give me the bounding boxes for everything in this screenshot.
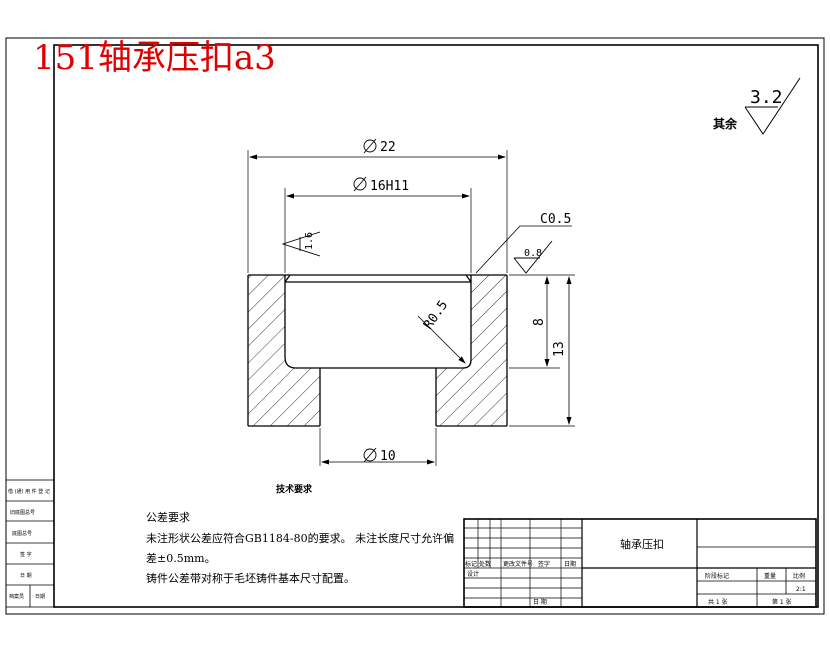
dim-height: 13 — [552, 341, 567, 357]
dim-depth: 8 — [532, 318, 547, 326]
tb-mark: 标记 — [465, 560, 477, 568]
tb-stage-mark: 阶段标记 — [705, 572, 729, 580]
dim-chamfer: C0.5 — [540, 212, 571, 227]
side-r1: 借 (通) 用 件 登 记 — [8, 488, 50, 495]
hatch-left-wall — [248, 275, 320, 426]
roughness-symbol-bore — [281, 231, 321, 257]
roughness-symbol-rest — [744, 77, 801, 135]
side-r5: 日 期 — [20, 573, 32, 579]
tb-sheet: 第 1 张 — [772, 598, 792, 606]
tb-scale: 2:1 — [796, 586, 806, 593]
extension-lines — [247, 150, 575, 466]
tb-day: 日 期 — [533, 598, 547, 606]
roughness-rest-value: 3.2 — [750, 87, 783, 108]
roughness-symbol-face — [513, 240, 553, 274]
roughness-face-value: 0.8 — [524, 248, 542, 259]
roughness-rest-label: 其余 — [713, 116, 738, 131]
side-r3: 底图总号 — [12, 530, 32, 537]
side-r2: 旧底图总号 — [10, 509, 35, 516]
tb-date: 日期 — [564, 560, 576, 568]
note-line-2: 差±0.5mm。 — [146, 552, 216, 565]
diameter-symbols — [353, 138, 377, 463]
drawing-header-title: 151轴承压扣a3 — [33, 38, 276, 78]
side-block — [5, 479, 55, 608]
dim-bore-diameter: 16H11 — [370, 179, 409, 194]
dimension-lines — [249, 154, 572, 465]
roughness-bore-value: 1.6 — [304, 232, 315, 250]
outer-border — [5, 37, 825, 615]
tb-design: 设计 — [467, 570, 479, 578]
side-r6b: 日期 — [35, 594, 45, 600]
dim-outer-diameter: 22 — [380, 140, 396, 155]
dim-radius: R0.5 — [421, 298, 451, 332]
tech-requirement-heading: 技术要求 — [276, 485, 313, 495]
tb-part-name: 轴承压扣 — [620, 537, 664, 551]
tb-change-doc: 更改文件号 — [503, 560, 533, 568]
tolerance-heading: 公差要求 — [146, 511, 190, 524]
inner-border — [53, 44, 819, 608]
tb-sign: 签字 — [538, 560, 550, 568]
note-line-1: 未注形状公差应符合GB1184-80的要求。 未注长度尺寸允许偏 — [146, 532, 455, 545]
note-line-3: 铸件公差带对称于毛坯铸件基本尺寸配置。 — [146, 572, 355, 585]
side-r6a: 档案员 — [9, 593, 24, 600]
tb-ratio: 比例 — [793, 572, 805, 580]
side-r4: 签 字 — [20, 551, 32, 558]
tb-count: 处数 — [479, 560, 491, 568]
dim-bottom-diameter: 10 — [380, 449, 396, 464]
title-block — [463, 518, 817, 608]
part-outline — [247, 274, 508, 427]
tb-total: 共 1 张 — [708, 598, 728, 606]
tb-weight: 重量 — [764, 572, 776, 580]
